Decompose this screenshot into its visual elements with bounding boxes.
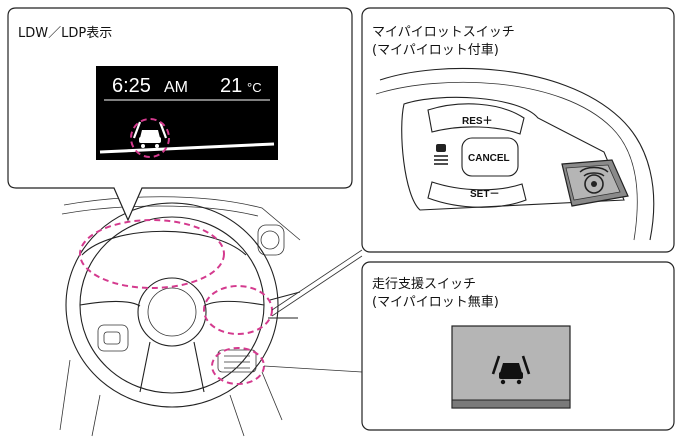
following-distance-icon[interactable] — [434, 144, 448, 165]
display-panel-label: LDW／LDP表示 — [18, 26, 112, 41]
lane-assist-car-icon — [132, 121, 168, 148]
assist-switch-panel: 走行支援スイッチ (マイパイロット無車) — [361, 261, 675, 431]
cancel-button-frame[interactable] — [461, 137, 519, 177]
propilot-panel-label-1: マイパイロットスイッチ — [372, 25, 515, 40]
lane-assist-car-icon — [491, 355, 531, 385]
display-panel: LDW／LDP表示 6:25 AM 21 °C — [7, 7, 353, 222]
clock-time: 6:25 — [112, 75, 151, 97]
assist-panel-label-1: 走行支援スイッチ — [372, 277, 476, 292]
assist-panel-label-2: (マイパイロット無車) — [372, 295, 499, 310]
clock-ampm: AM — [164, 79, 188, 96]
cancel-button[interactable]: CANCEL — [468, 153, 510, 164]
res-plus-button[interactable]: RES＋ — [462, 115, 493, 127]
leader-lines — [263, 249, 363, 373]
temp-unit: °C — [247, 80, 262, 95]
highlight-propilot-switch — [203, 285, 273, 335]
propilot-switch-panel: マイパイロットスイッチ (マイパイロット付車) RES＋ CANCEL SET－ — [361, 7, 675, 253]
steering-wheel-illustration — [59, 196, 301, 437]
outside-temp: 21 — [220, 75, 242, 97]
set-minus-button[interactable]: SET－ — [470, 189, 499, 200]
propilot-steering-icon[interactable] — [579, 166, 609, 194]
highlight-meter — [79, 219, 225, 289]
propilot-panel-label-2: (マイパイロット付車) — [372, 43, 499, 58]
highlight-lane-indicator — [130, 118, 170, 158]
